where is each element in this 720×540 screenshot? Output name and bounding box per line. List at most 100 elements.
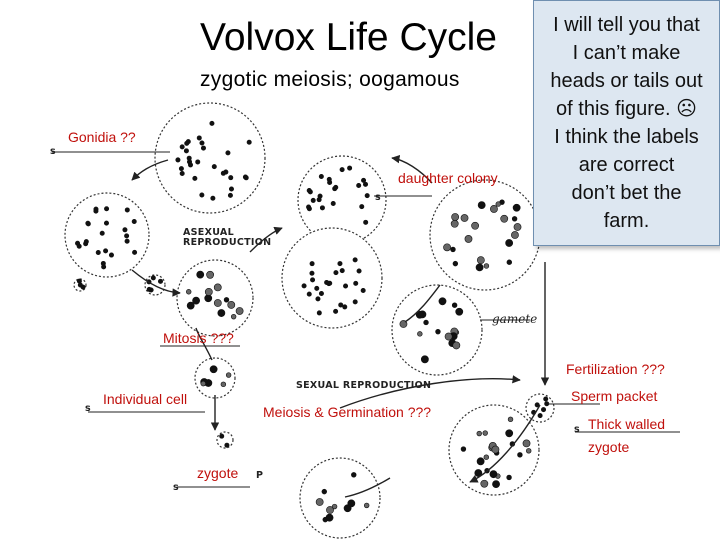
colony-cell [122,227,128,233]
colony-cell [217,309,226,317]
colony-cell [420,355,429,364]
colony-cell [353,280,359,286]
colony-cell [363,181,369,187]
colony-asexual-bottom [176,259,254,337]
colony-cell [363,219,369,225]
colony-cell [352,257,358,263]
colony-cell [327,179,333,185]
cycle-arrows [131,155,550,498]
label-leader-lines [52,151,680,488]
colony-cell [315,498,324,506]
colony-cell [235,307,244,315]
colony-cell [101,264,107,270]
colony-cell [315,296,321,302]
colony-cell [325,513,334,522]
colony-cell [209,120,215,126]
colony-cell [489,470,498,479]
colony-cell [95,250,101,256]
colony-cell [243,175,249,181]
colony-cell [522,439,531,448]
colony-cell [361,177,367,183]
colony-cell [301,283,307,289]
colony-cell [477,201,486,209]
colony-cell [316,197,322,203]
colony-cell [225,150,231,156]
colony-cell [124,238,130,244]
callout-box: I will tell you that I can’t make heads … [533,0,720,246]
callout-text: I will tell you that I can’t make heads … [534,1,719,235]
colony-cell [186,301,195,310]
colony-cell [179,144,185,150]
callout-line: of this figure. ☹ [556,98,697,120]
colony-cell [333,270,339,276]
colony-cell [199,140,205,146]
colony-cell [99,230,105,236]
colony-cell [451,302,458,308]
colony-cell [526,448,532,454]
colony-cell [228,186,234,192]
colony-cell [505,429,514,438]
colony-cell [200,380,206,387]
arrow-to-germination [344,477,391,498]
colony-cell [511,216,518,222]
colony-cell [450,219,459,228]
colony-cell [490,205,498,213]
colony-cell [435,328,441,335]
colony-cell [309,261,315,267]
colony-cell [495,201,501,207]
colony-cell [338,302,344,308]
colony-cell [491,445,500,454]
colony-cell [224,442,230,448]
colony-cell [500,214,509,223]
colony-cell [537,413,543,419]
colony-cell [186,289,192,295]
colony-cell [200,145,206,151]
figure-label-asexual-line2: REPRODUCTION [183,237,272,248]
colony-germination [299,457,381,539]
colony-cell [175,157,181,163]
colony-cell [219,433,225,439]
colony-cell [108,252,114,258]
arrow-bottom-to-center [249,226,283,253]
colony-cell [306,187,312,193]
colony-cell [483,454,489,460]
label-thick-walled-zygote: zygote [588,439,630,455]
colony-cell [104,206,110,212]
arrow-cycle-bottom [339,375,521,409]
colony-cell [132,249,138,255]
callout-line: don’t bet the [571,182,682,204]
colony-cell [351,472,357,478]
colony-cell [443,243,451,252]
figure-label-asexual-line1: ASEXUAL [183,227,234,238]
colony-cell [476,256,485,265]
colony-cell [321,488,327,495]
colony-cell [179,170,185,176]
colony-cell [210,195,216,201]
colony-cell [306,291,312,297]
figure-s-marker: s [173,482,179,493]
colony-cell [187,159,193,165]
colony-cell [455,307,464,316]
colony-cell [314,285,320,291]
colony-cell [83,239,89,245]
callout-line: are correct [578,154,675,176]
colony-center-lower [281,227,383,329]
colony-cell [475,263,484,272]
colony-cell [333,308,339,314]
colony-cell [464,235,473,243]
colony-cell [319,205,325,211]
colony-cell [185,139,191,145]
label-fertilization: Fertilization ??? [566,361,665,377]
colony-cell [363,502,370,509]
colony-cell [227,301,236,309]
colony-cell [158,278,164,284]
colony-cell [310,197,316,203]
colony-cell [352,299,358,305]
diagram-subtitle: zygotic meiosis; oogamous [200,68,460,91]
colony-cell [364,193,370,199]
colony-cell [213,299,222,307]
colony-cell [150,275,156,281]
colony-cell [347,165,353,171]
colony-cell [192,296,200,305]
